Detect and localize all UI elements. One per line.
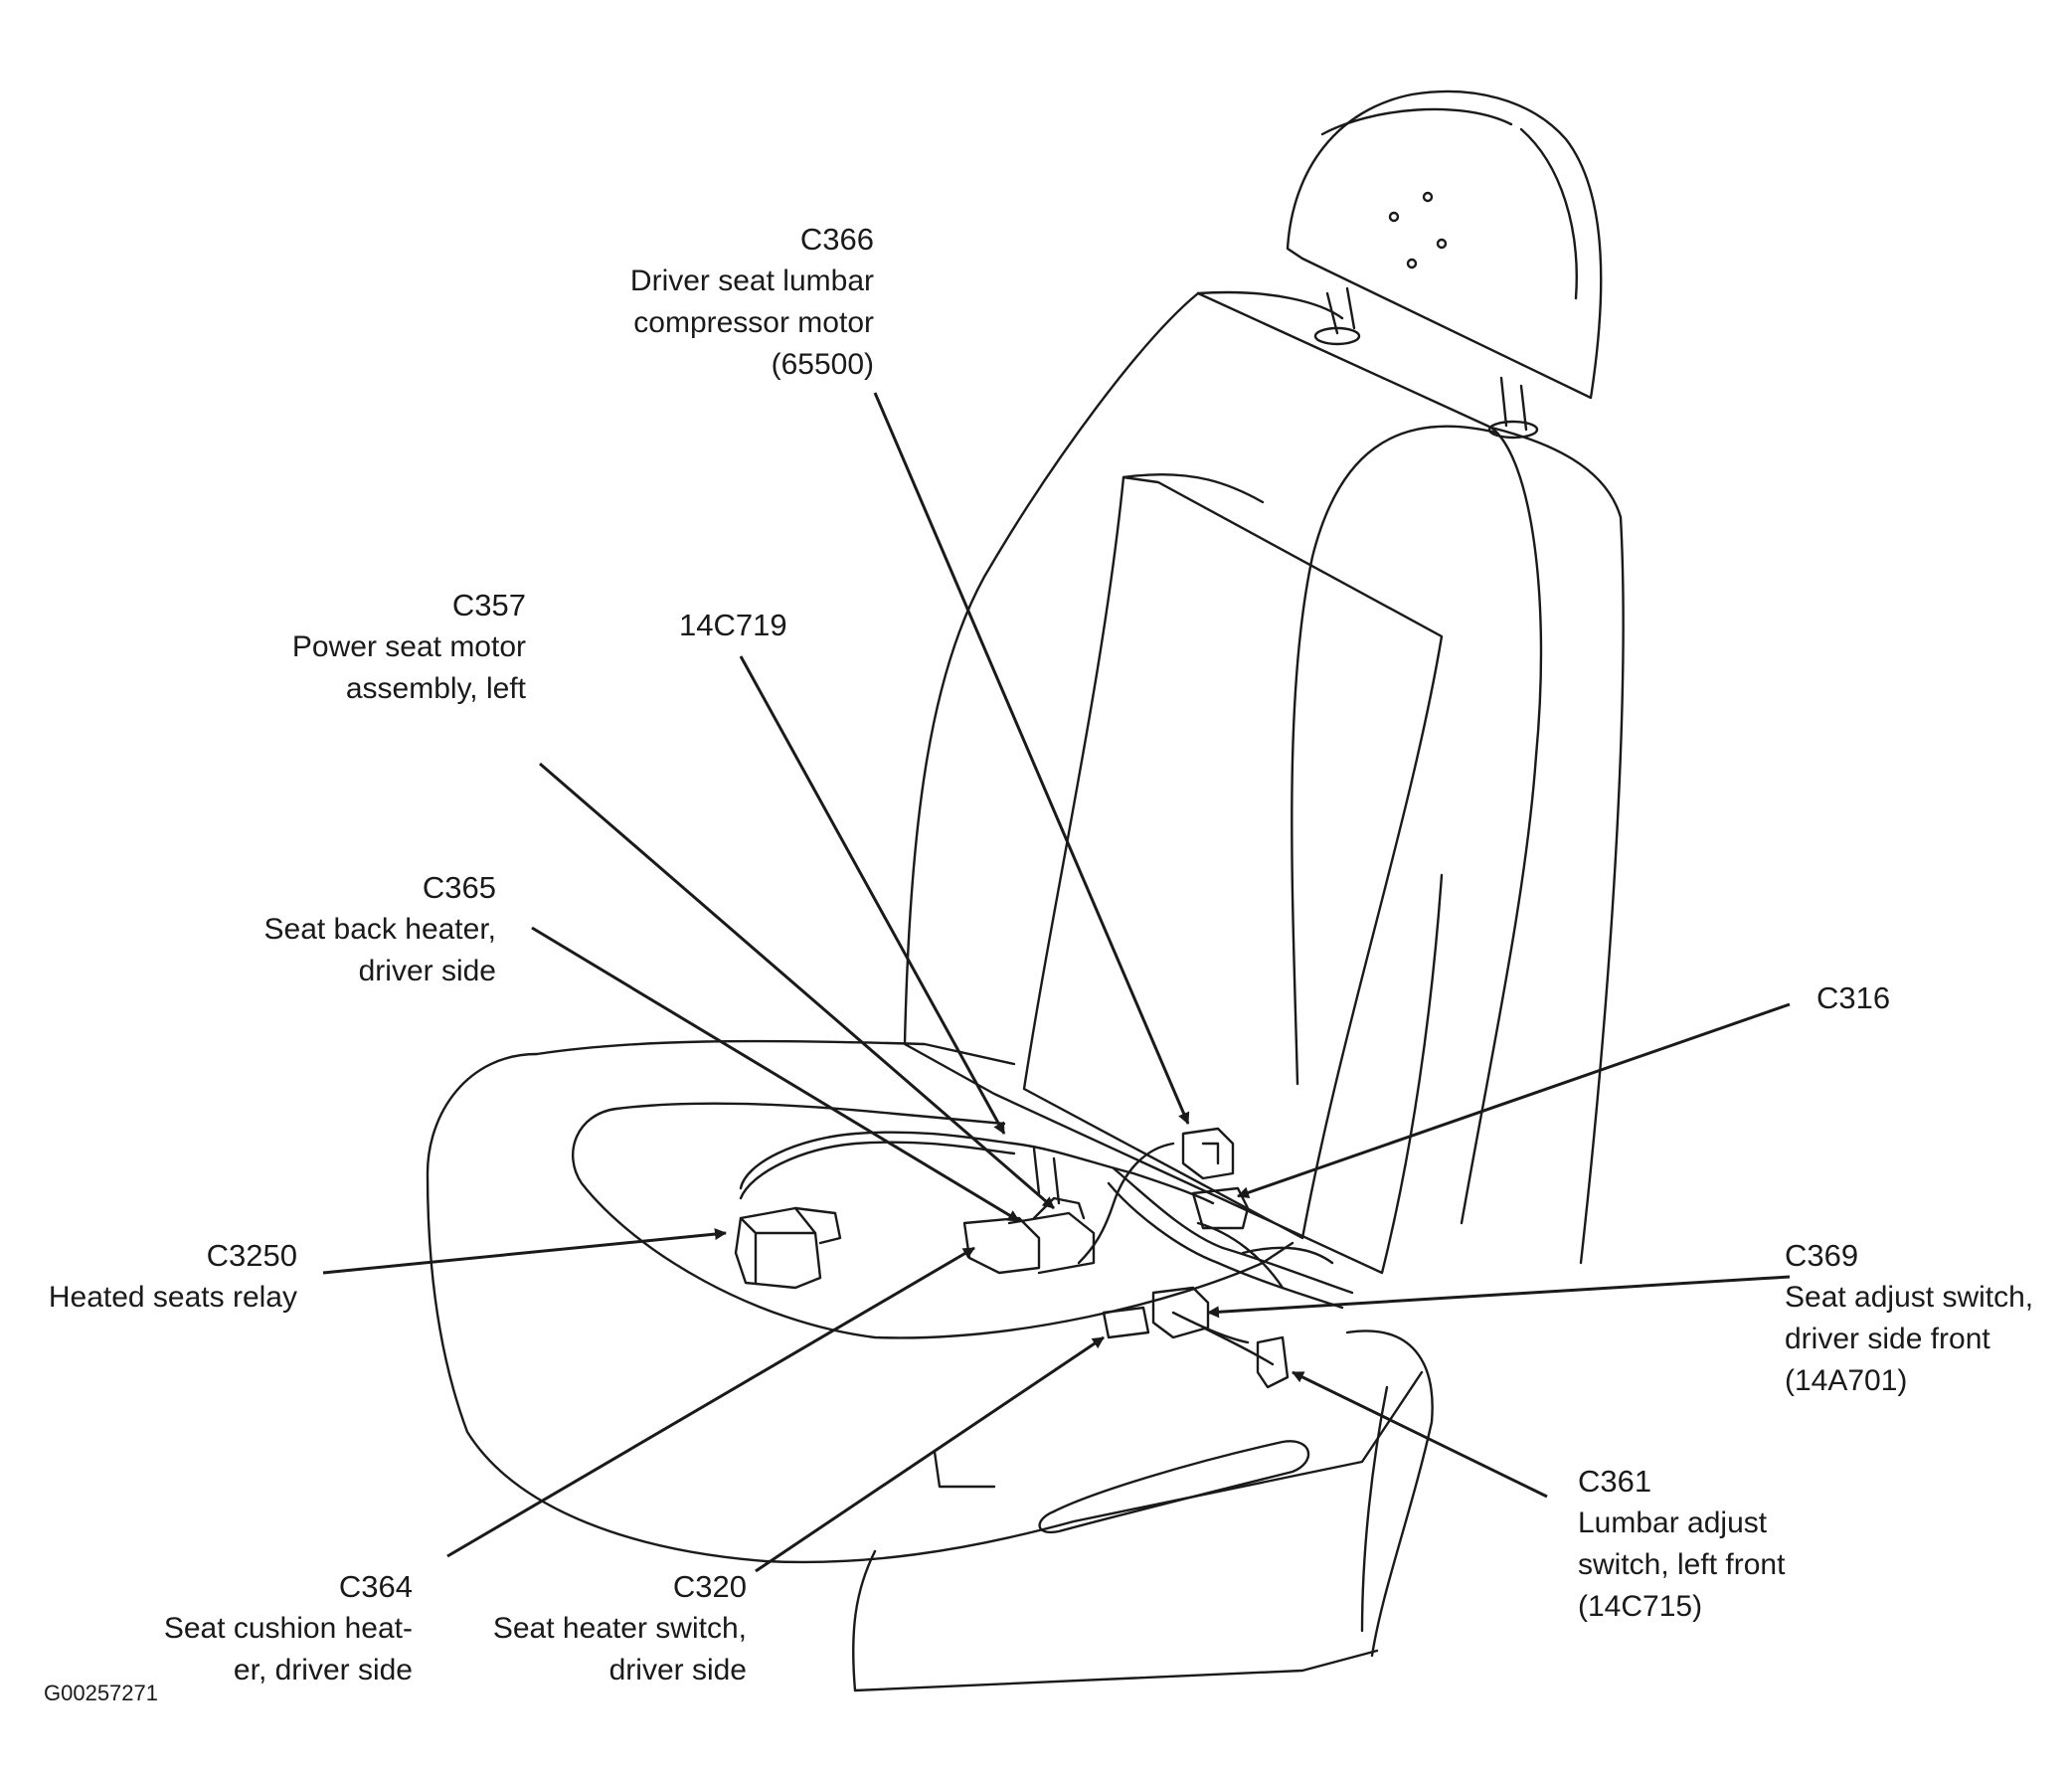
seat-back-bolster bbox=[1291, 425, 1498, 1086]
seat-cushion-panel bbox=[572, 1107, 1295, 1339]
seat-cushion-outer bbox=[426, 1052, 1424, 1564]
callout-c369: C369 Seat adjust switch, driver side fro… bbox=[1785, 1235, 2033, 1402]
c369-desc-line3: (14A701) bbox=[1785, 1364, 1908, 1397]
c316-code: C316 bbox=[1816, 980, 1891, 1015]
figure-id: G00257271 bbox=[44, 1681, 158, 1705]
c369-code: C369 bbox=[1785, 1238, 1859, 1273]
leader-14c719 bbox=[739, 655, 1006, 1135]
leader-c316 bbox=[1237, 1002, 1791, 1199]
seat-switch-connector bbox=[1151, 1286, 1210, 1339]
callout-14c719: 14C719 bbox=[679, 605, 787, 646]
c357-desc-line2: assembly, left bbox=[345, 672, 526, 705]
leader-c357 bbox=[539, 762, 1055, 1210]
c320-desc-line2: driver side bbox=[608, 1654, 747, 1686]
leader-c3250 bbox=[322, 1228, 727, 1275]
c365-desc-line2: driver side bbox=[358, 955, 496, 987]
c366-desc-line1: Driver seat lumbar bbox=[629, 265, 874, 297]
c361-desc-line3: (14C715) bbox=[1578, 1590, 1703, 1623]
heated-seats-relay bbox=[734, 1206, 822, 1290]
leader-c364 bbox=[446, 1246, 975, 1558]
c3250-desc-line1: Heated seats relay bbox=[48, 1281, 297, 1314]
14c719-code: 14C719 bbox=[679, 608, 787, 642]
seat-back-outer bbox=[903, 291, 1444, 1275]
wiring-harness bbox=[739, 1131, 1215, 1205]
c366-desc-line2: compressor motor bbox=[633, 306, 874, 339]
leader-c366 bbox=[873, 392, 1190, 1125]
seat-side-skirt bbox=[851, 1549, 1379, 1692]
c320-desc-line1: Seat heater switch, bbox=[492, 1612, 747, 1645]
seat-side-slot bbox=[1038, 1440, 1310, 1534]
c364-desc-line1: Seat cushion heat- bbox=[163, 1612, 413, 1645]
headrest bbox=[1286, 89, 1603, 400]
callout-c320: C320 Seat heater switch, driver side bbox=[493, 1566, 747, 1691]
c366-code: C366 bbox=[799, 222, 874, 257]
c3250-code: C3250 bbox=[206, 1238, 297, 1273]
lumbar-compressor-connector bbox=[1181, 1127, 1235, 1180]
leader-c365 bbox=[531, 926, 1020, 1223]
callout-c316: C316 bbox=[1816, 977, 1890, 1019]
c365-code: C365 bbox=[422, 870, 496, 905]
callout-c361: C361 Lumbar adjust switch, left front (1… bbox=[1578, 1461, 1785, 1628]
leader-c369 bbox=[1207, 1275, 1791, 1319]
c369-desc-line2: driver side front bbox=[1785, 1323, 1990, 1355]
seat-back-panel bbox=[1022, 475, 1444, 1240]
c320-code: C320 bbox=[672, 1569, 747, 1604]
headrest-inner-line bbox=[1320, 107, 1513, 136]
c361-desc-line2: switch, left front bbox=[1578, 1548, 1786, 1581]
c364-code: C364 bbox=[338, 1569, 413, 1604]
callout-c3250: C3250 Heated seats relay bbox=[49, 1235, 297, 1319]
c366-desc-line3: (65500) bbox=[771, 348, 874, 381]
lumbar-switch-connector bbox=[1256, 1335, 1290, 1389]
c361-desc-line1: Lumbar adjust bbox=[1578, 1507, 1768, 1539]
callout-c366: C366 Driver seat lumbar compressor motor… bbox=[630, 219, 874, 386]
c316-connector bbox=[1191, 1186, 1250, 1230]
leader-c361 bbox=[1292, 1370, 1548, 1499]
c357-desc-line1: Power seat motor bbox=[291, 630, 526, 663]
callout-c365: C365 Seat back heater, driver side bbox=[264, 867, 497, 992]
callout-c357: C357 Power seat motor assembly, left bbox=[292, 585, 526, 710]
c365-desc-line1: Seat back heater, bbox=[263, 913, 497, 946]
leader-c320 bbox=[755, 1335, 1105, 1573]
c361-code: C361 bbox=[1578, 1464, 1652, 1499]
c364-desc-line2: er, driver side bbox=[233, 1654, 413, 1686]
c357-code: C357 bbox=[451, 588, 526, 622]
callout-c364: C364 Seat cushion heat- er, driver side bbox=[164, 1566, 413, 1691]
power-seat-connector bbox=[962, 1216, 1041, 1275]
c369-desc-line1: Seat adjust switch, bbox=[1785, 1281, 2034, 1314]
